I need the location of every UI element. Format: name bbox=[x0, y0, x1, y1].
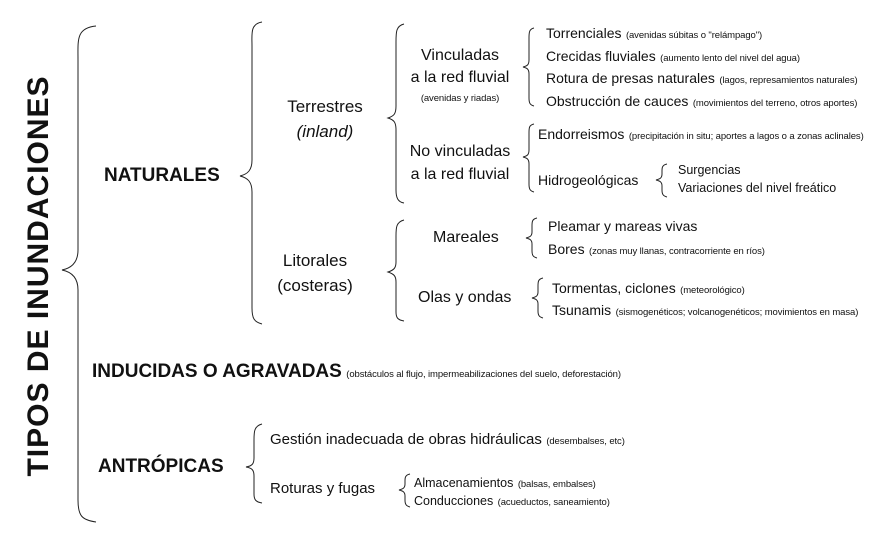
item-bores: Bores (zonas muy llanas, contracorriente… bbox=[548, 242, 765, 258]
item-torrenciales: Torrenciales (avenidas súbitas o "relámp… bbox=[546, 26, 762, 42]
item-main: Tsunamis bbox=[552, 302, 612, 318]
inducidas-note: (obstáculos al flujo, impermeabilizacion… bbox=[346, 369, 621, 380]
item-main: Obstrucción de cauces bbox=[546, 93, 689, 109]
vinculadas-note: (avenidas y riadas) bbox=[420, 93, 500, 104]
brace-roturas bbox=[398, 473, 411, 508]
brace-hidrogeologicas bbox=[655, 163, 668, 198]
inducidas-row: INDUCIDAS O AGRAVADAS (obstáculos al flu… bbox=[92, 362, 621, 381]
diagram-title: TIPOS DE INUNDACIONES bbox=[22, 75, 55, 477]
item-variaciones-nivel: Variaciones del nivel freático bbox=[678, 181, 837, 195]
naturales-label: NATURALES bbox=[104, 165, 220, 186]
item-surgencias: Surgencias bbox=[678, 163, 741, 177]
no-vinculadas-line1: No vinculadas bbox=[409, 143, 511, 160]
item-pleamar: Pleamar y mareas vivas bbox=[548, 219, 697, 235]
brace-naturales bbox=[239, 21, 263, 325]
brace-no-vinculadas bbox=[522, 123, 535, 193]
inducidas-label: INDUCIDAS O AGRAVADAS bbox=[92, 361, 342, 382]
hidrogeologicas-label: Hidrogeológicas bbox=[538, 172, 639, 188]
item-note: (movimientos del terreno, otros aportes) bbox=[692, 98, 858, 109]
item-note: (acueductos, saneamiento) bbox=[497, 497, 610, 508]
item-note: (precipitación in situ; aportes a lagos … bbox=[628, 131, 864, 142]
item-main: Torrenciales bbox=[546, 25, 622, 41]
brace-olas bbox=[531, 277, 544, 319]
antropicas-label: ANTRÓPICAS bbox=[98, 456, 224, 477]
item-endorreismos: Endorreismos (precipitación in situ; apo… bbox=[538, 127, 864, 143]
item-note: (balsas, embalses) bbox=[517, 479, 596, 490]
item-note: (sismogenéticos; volcanogenéticos; movim… bbox=[615, 307, 859, 318]
item-conducciones: Conducciones (acueductos, saneamiento) bbox=[414, 493, 610, 509]
olas-label: Olas y ondas bbox=[418, 289, 512, 306]
item-note: (desembalses, etc) bbox=[546, 436, 625, 447]
item-note: (meteorológico) bbox=[680, 285, 745, 296]
item-main: Almacenamientos bbox=[414, 476, 514, 490]
item-note: (lagos, represamientos naturales) bbox=[719, 75, 858, 86]
brace-litorales bbox=[386, 219, 405, 322]
terrestres-label-line2: (inland) bbox=[296, 122, 354, 141]
item-crecidas-fluviales: Crecidas fluviales (aumento lento del ni… bbox=[546, 49, 800, 65]
item-note: (aumento lento del nivel del agua) bbox=[660, 53, 800, 64]
litorales-label-line2: (costeras) bbox=[277, 276, 353, 295]
no-vinculadas-line2: a la red fluvial bbox=[410, 166, 510, 183]
item-tsunamis: Tsunamis (sismogenéticos; volcanogenétic… bbox=[552, 303, 858, 319]
item-main: Pleamar y mareas vivas bbox=[548, 218, 698, 234]
item-main: Crecidas fluviales bbox=[546, 48, 656, 64]
brace-antropicas bbox=[245, 423, 263, 504]
brace-vinculadas bbox=[522, 27, 535, 107]
item-note: (avenidas súbitas o "relámpago") bbox=[625, 30, 763, 41]
item-note: (zonas muy llanas, contracorriente en rí… bbox=[589, 246, 765, 257]
item-tormentas: Tormentas, ciclones (meteorológico) bbox=[552, 281, 745, 297]
litorales-label-line1: Litorales bbox=[282, 251, 348, 270]
item-rotura-presas: Rotura de presas naturales (lagos, repre… bbox=[546, 71, 858, 87]
item-gestion: Gestión inadecuada de obras hidráulicas … bbox=[270, 432, 625, 448]
item-main: Tormentas, ciclones bbox=[552, 280, 676, 296]
vinculadas-line1: Vinculadas bbox=[421, 47, 499, 64]
roturas-label: Roturas y fugas bbox=[270, 480, 376, 497]
item-almacenamientos: Almacenamientos (balsas, embalses) bbox=[414, 475, 596, 491]
vinculadas-line2: a la red fluvial bbox=[410, 69, 510, 86]
terrestres-label-line1: Terrestres bbox=[287, 97, 363, 116]
brace-terrestres bbox=[386, 23, 405, 204]
brace-mareales bbox=[525, 217, 538, 259]
brace-main bbox=[61, 25, 97, 523]
item-main: Gestión inadecuada de obras hidráulicas bbox=[270, 431, 542, 448]
item-main: Rotura de presas naturales bbox=[546, 70, 715, 86]
item-main: Endorreismos bbox=[538, 126, 625, 142]
item-obstruccion-cauces: Obstrucción de cauces (movimientos del t… bbox=[546, 94, 857, 110]
item-main: Bores bbox=[548, 241, 585, 257]
item-main: Conducciones bbox=[414, 494, 494, 508]
mareales-label: Mareales bbox=[433, 229, 499, 246]
